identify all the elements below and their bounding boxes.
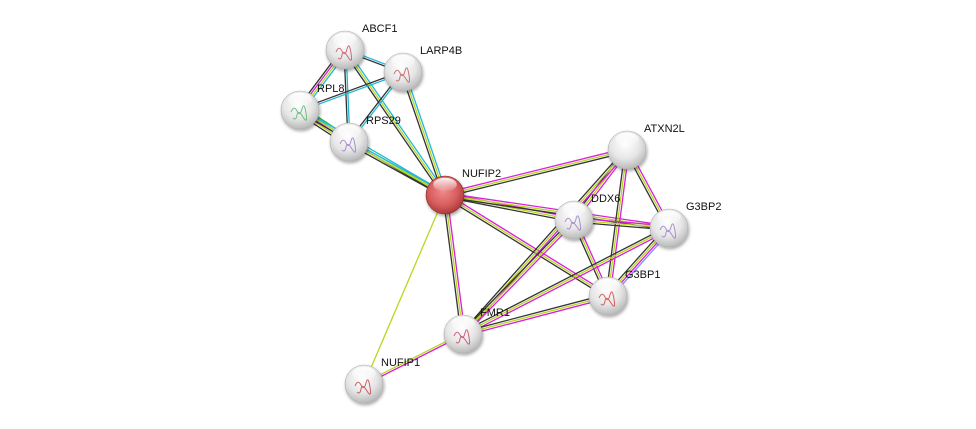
node-label-ddx6: DDX6 [591, 193, 620, 205]
node-g3bp2[interactable] [649, 208, 689, 248]
edge-evidence-textmining [363, 194, 446, 385]
edge-evidence-coexpression [442, 195, 462, 335]
edge-abcf1-nufip2[interactable] [342, 48, 448, 197]
node-nufip1[interactable] [344, 364, 384, 404]
edge-evidence-coexpression [462, 293, 608, 333]
protein-structure-icon [598, 291, 616, 307]
node-label-nufip1: NUFIP1 [381, 357, 420, 369]
node-highlight [657, 210, 681, 225]
edge-nufip2-ddx6[interactable] [444, 192, 575, 223]
node-highlight [615, 132, 639, 147]
protein-structure-icon [393, 67, 411, 83]
node-highlight [337, 124, 361, 139]
edge-evidence-coexpression [444, 196, 574, 223]
protein-structure-icon [339, 137, 357, 153]
node-label-rps29: RPS29 [366, 115, 401, 127]
protein-structure-icon [290, 105, 308, 121]
protein-structure-icon [659, 223, 677, 239]
edges-layer [297, 47, 672, 386]
edge-evidence-curated-database [300, 107, 447, 194]
node-highlight [596, 278, 620, 293]
edge-evidence-coexpression [461, 218, 574, 334]
edge-evidence-coexpression [400, 72, 444, 196]
edge-nufip2-nufip1[interactable] [363, 194, 446, 385]
edge-g3bp2-fmr1[interactable] [461, 225, 671, 337]
protein-structure-icon [453, 329, 471, 345]
node-highlight [451, 316, 475, 331]
edge-evidence-textmining [444, 194, 464, 335]
edge-evidence-textmining [607, 149, 628, 297]
node-label-atxn2l: ATXN2L [644, 123, 685, 135]
edge-evidence-textmining [462, 227, 670, 335]
node-g3bp1[interactable] [588, 276, 628, 316]
edge-evidence-experimental [445, 192, 575, 219]
edge-evidence-textmining [462, 295, 609, 335]
node-label-g3bp1: G3BP1 [625, 269, 660, 281]
node-rpl8[interactable] [280, 90, 320, 130]
node-highlight [433, 177, 457, 192]
edge-evidence-experimental [446, 194, 466, 334]
protein-structure-icon [335, 45, 353, 61]
node-highlight [352, 366, 376, 381]
edge-evidence-textmining [402, 71, 446, 196]
edge-evidence-experimental [463, 229, 671, 337]
edge-evidence-coexpression [461, 148, 626, 334]
node-nufip2[interactable] [425, 175, 465, 215]
edge-evidence-textmining [444, 194, 575, 221]
edge-evidence-textmining [444, 149, 628, 196]
edge-evidence-textmining [344, 49, 446, 196]
edge-evidence-experimental [444, 147, 627, 194]
edge-evidence-experimental [463, 220, 576, 336]
edge-evidence-experimental [463, 297, 609, 337]
edge-nufip2-atxn2l[interactable] [444, 147, 628, 198]
edge-evidence-experimental [445, 192, 610, 295]
edge-evidence-coexpression [445, 151, 628, 198]
node-ddx6[interactable] [554, 200, 594, 240]
node-larp4b[interactable] [383, 52, 423, 92]
edge-nufip2-g3bp1[interactable] [443, 192, 610, 299]
edge-ddx6-fmr1[interactable] [461, 218, 576, 336]
node-highlight [562, 202, 586, 217]
node-label-nufip2: NUFIP2 [462, 168, 501, 180]
edge-evidence-coexpression [605, 149, 626, 296]
node-label-larp4b: LARP4B [420, 45, 462, 57]
node-atxn2l[interactable] [607, 130, 647, 170]
node-label-rpl8: RPL8 [317, 83, 345, 95]
protein-structure-icon [564, 215, 582, 231]
node-fmr1[interactable] [443, 314, 483, 354]
node-highlight [391, 54, 415, 69]
edge-larp4b-nufip2[interactable] [400, 71, 448, 196]
protein-structure-icon [354, 379, 372, 395]
edge-evidence-textmining [444, 194, 609, 297]
node-label-fmr1: FMR1 [480, 307, 510, 319]
edge-evidence-experimental [445, 192, 670, 227]
edge-nufip2-fmr1[interactable] [442, 194, 466, 335]
node-highlight [288, 92, 312, 107]
node-highlight [333, 32, 357, 47]
node-label-g3bp2: G3BP2 [686, 201, 721, 213]
edge-g3bp1-fmr1[interactable] [462, 293, 609, 337]
edge-evidence-textmining [462, 219, 575, 335]
node-abcf1[interactable] [325, 30, 365, 70]
edge-evidence-curated-database [404, 71, 448, 195]
node-rps29[interactable] [329, 122, 369, 162]
edge-evidence-coexpression [443, 196, 608, 299]
node-label-abcf1: ABCF1 [362, 23, 397, 35]
edge-evidence-curated-database [346, 48, 448, 195]
edge-evidence-coexpression [342, 50, 444, 197]
edge-evidence-coexpression [461, 225, 669, 333]
